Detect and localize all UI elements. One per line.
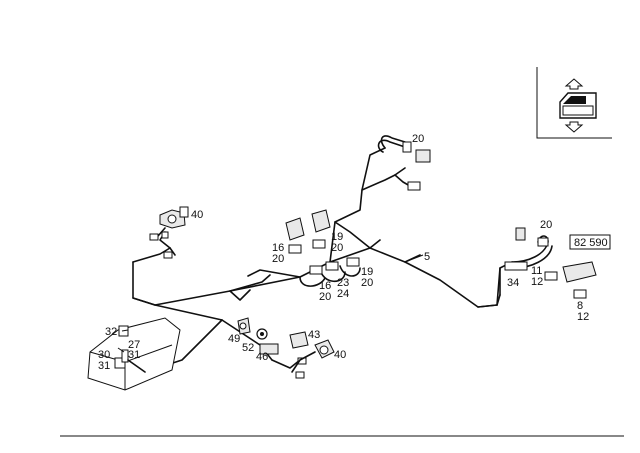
- callout-49: 49: [228, 333, 240, 345]
- callout-40-bottom: 40: [334, 349, 346, 361]
- callout-31-b: 31: [98, 360, 110, 372]
- callout-32: 32: [105, 326, 117, 338]
- orientation-inset: [536, 67, 612, 139]
- battery-box: [87, 317, 181, 391]
- callout-52: 52: [242, 342, 254, 354]
- callout-20-b: 20: [331, 242, 343, 254]
- small-parts: [237, 317, 335, 379]
- callout-20-right: 20: [540, 219, 552, 231]
- callout-34: 34: [507, 277, 519, 289]
- callout-16-a: 16: [272, 242, 284, 254]
- reference-code-box: 82 590: [569, 234, 611, 250]
- callout-19-b: 19: [361, 266, 373, 278]
- vehicle-orientation-icon: [559, 78, 597, 133]
- connector-group-right: [496, 227, 597, 306]
- callout-31-a: 31: [128, 349, 140, 361]
- callout-16-b: 16: [319, 280, 331, 292]
- callout-27: 27: [128, 339, 140, 351]
- callout-5: 5: [424, 251, 430, 263]
- reference-code: 82 590: [574, 237, 608, 249]
- callout-20-c: 20: [361, 277, 373, 289]
- callout-23: 23: [337, 277, 349, 289]
- leader-lines: [117, 254, 424, 353]
- callout-12-b: 12: [577, 311, 589, 323]
- sensor-left: [149, 206, 189, 259]
- callout-40-left: 40: [191, 209, 203, 221]
- callout-12-a: 12: [531, 276, 543, 288]
- callout-43: 43: [308, 329, 320, 341]
- callout-19-a: 19: [331, 231, 343, 243]
- relay-boxes: [285, 209, 360, 275]
- callout-20-top: 20: [412, 133, 424, 145]
- connector-group-top: [377, 135, 431, 191]
- callout-20-d: 20: [319, 291, 331, 303]
- callouts: 20 40 16 20 19 20 5 20 11 12 34 19 20 16…: [98, 133, 589, 372]
- callout-30: 30: [98, 349, 110, 361]
- callout-46: 46: [256, 351, 268, 363]
- callout-8: 8: [577, 300, 583, 312]
- main-harness: [132, 147, 513, 373]
- callout-24: 24: [337, 288, 349, 300]
- callout-11: 11: [531, 265, 542, 277]
- callout-20-a: 20: [272, 253, 284, 265]
